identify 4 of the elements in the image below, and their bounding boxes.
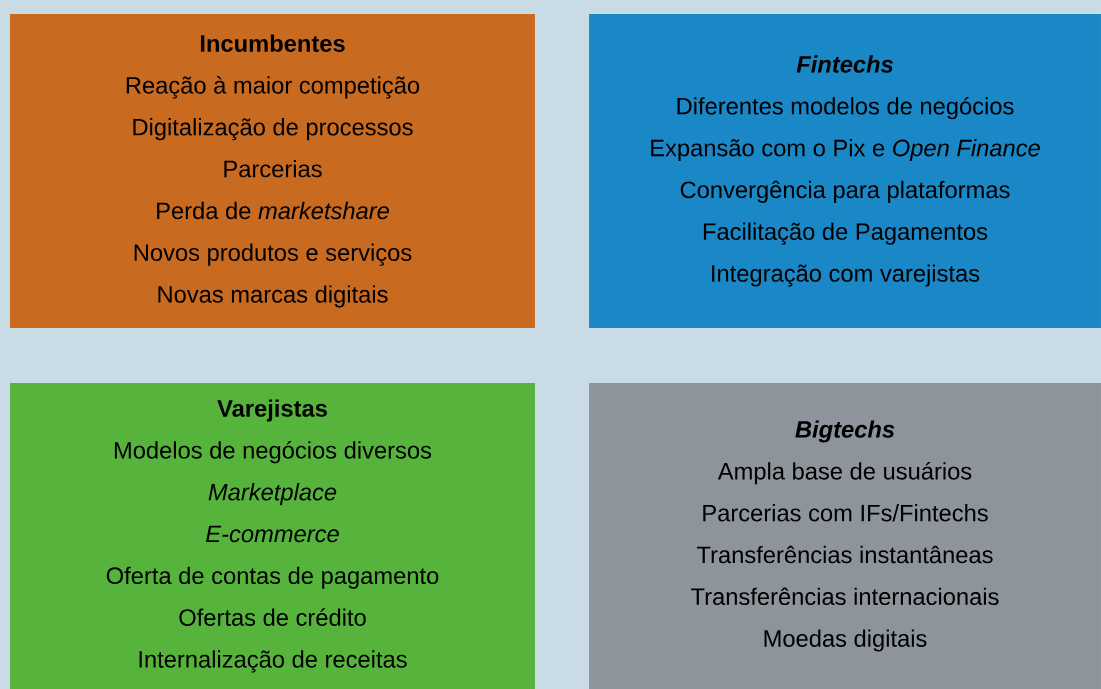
text-box: Bigtechs Ampla base de usuários Parcerias com IFs/Fintechs Transferências instantâneas Transferências internacionais Moedas digitais [589, 383, 1101, 689]
text-box: Incumbentes Reação à maior competição Digitalização de processos Parcerias Perda de marketshare Novos produtos e serviços Novas marcas digitais [10, 14, 535, 328]
text-box: Varejistas Modelos de negócios diversos Marketplace E-commerce Oferta de contas de pagamento Ofertas de crédito Internalização de receitas [10, 383, 535, 689]
text-box: Fintechs Diferentes modelos de negócios Expansão com o Pix e Open Finance Convergência para plataformas Facilitação de Pagamentos Integração com varejistas [589, 14, 1101, 328]
